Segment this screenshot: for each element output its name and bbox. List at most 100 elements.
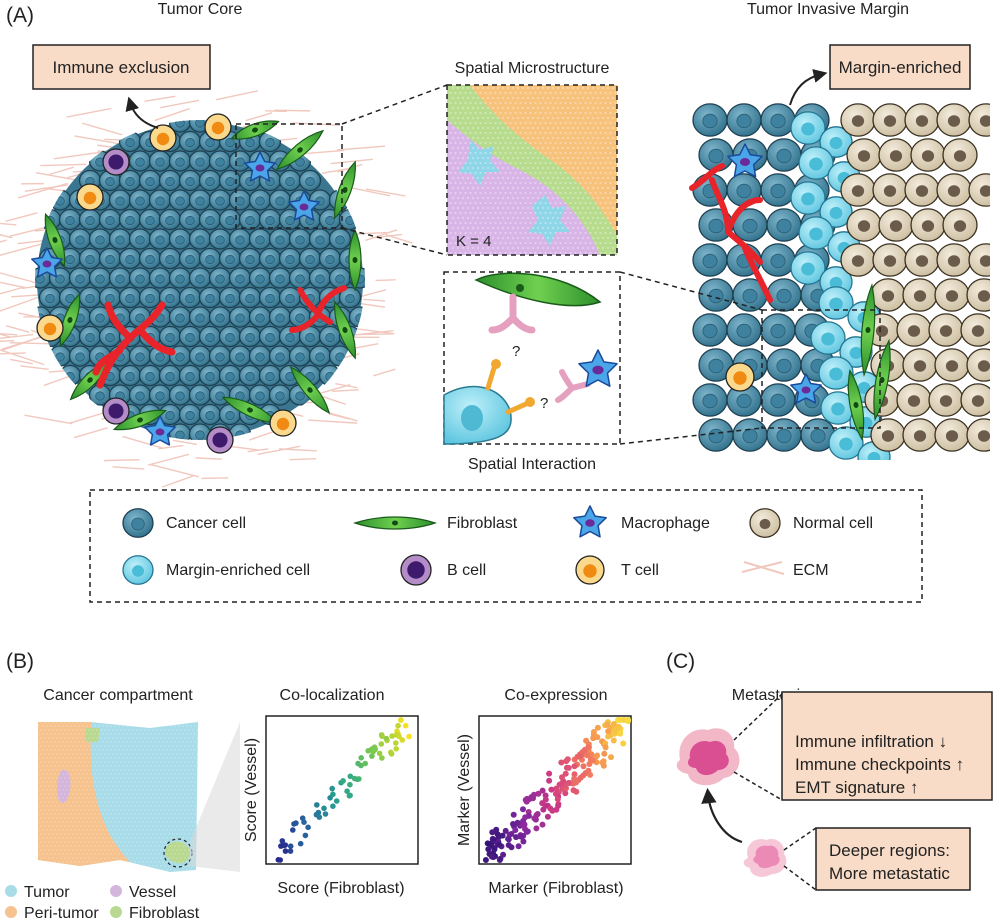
coexpression-point xyxy=(605,728,612,735)
cancer-cell-icon xyxy=(218,169,242,192)
fibroblast-icon xyxy=(112,409,168,431)
cancer-cell-icon xyxy=(168,384,192,406)
margin-cell-icon xyxy=(798,146,834,180)
coexpression-point xyxy=(502,827,509,834)
legend-fibroblast-dot xyxy=(110,906,122,918)
legend-label-cancer-cell: Cancer cell xyxy=(166,515,246,532)
legend-label-margin-cell: Margin-enriched cell xyxy=(166,562,310,579)
cancer-cell-icon xyxy=(208,228,232,250)
coexpression-point xyxy=(617,730,624,737)
coexpression-point xyxy=(517,833,524,840)
normal-cell-icon xyxy=(878,208,914,242)
cancer-cell-icon xyxy=(128,267,152,289)
colocalization-point xyxy=(393,746,400,752)
normal-cell-icon xyxy=(960,313,990,347)
cancer-cell-icon xyxy=(148,228,172,250)
cancer-cell-icon xyxy=(178,208,202,231)
cancer-cell-icon xyxy=(88,306,112,328)
coexpression-point xyxy=(530,795,536,802)
colocalization-xlabel: Score (Fibroblast) xyxy=(277,880,404,897)
cancer-cell-icon xyxy=(248,306,272,328)
cancer-cell-icon xyxy=(692,103,728,137)
coexpression-point xyxy=(558,759,565,766)
colocalization-point xyxy=(287,848,294,854)
cancer-cell-icon xyxy=(128,228,152,250)
metastasis-findings-box xyxy=(781,691,993,801)
coexpression-point xyxy=(489,835,496,842)
normal-cell-icon xyxy=(872,243,908,277)
cancer-cell-icon xyxy=(88,267,112,289)
normal-cell-icon xyxy=(960,383,990,417)
primary-tumor-blob xyxy=(676,728,740,786)
cancer-cell-icon xyxy=(238,247,262,270)
legend-label-macrophage: Macrophage xyxy=(621,515,710,532)
cancer-cell-icon xyxy=(218,208,242,231)
legend-tumor: Tumor xyxy=(24,884,70,901)
macrophage-icon xyxy=(727,143,763,178)
cancer-cell-icon xyxy=(108,189,132,211)
cancer-cell-icon xyxy=(128,345,152,367)
coexpression-point xyxy=(521,821,528,828)
cancer-cell-icon xyxy=(318,247,342,270)
colocalization-point xyxy=(347,773,354,780)
cancer-cell-icon xyxy=(58,364,82,387)
normal-cell-icon xyxy=(902,278,938,312)
immune-exclusion-label: Immune exclusion xyxy=(52,58,189,77)
cancer-cell-icon xyxy=(148,267,172,289)
colocalization-point xyxy=(347,781,353,788)
coexpression-point xyxy=(506,831,513,838)
margin-cell-icon xyxy=(790,251,826,285)
cancer-cell-icon xyxy=(48,189,72,211)
compartment-legend: Tumor Vessel Peri-tumor Fibroblast xyxy=(5,884,200,922)
svg-text:?: ? xyxy=(540,395,548,412)
normal-cell-icon xyxy=(928,383,964,417)
cancer-cell-icon xyxy=(338,286,362,309)
interaction-scene: ? ? xyxy=(443,272,618,445)
fibroblast-icon xyxy=(221,396,279,424)
cancer-cell-icon xyxy=(228,267,252,289)
cancer-cell-icon xyxy=(88,384,112,406)
normal-cell-icon xyxy=(968,103,990,137)
normal-cell-icon xyxy=(840,103,876,137)
colocalization-point xyxy=(314,802,320,808)
cancer-cell-icon xyxy=(188,267,212,289)
cancer-cell-icon xyxy=(188,150,212,172)
coexpression-point xyxy=(494,831,501,838)
coexpression-point xyxy=(485,846,492,853)
normal-cell-icon xyxy=(934,348,970,382)
cancer-cell-icon xyxy=(118,130,142,153)
cancer-cell-icon xyxy=(318,325,342,348)
fibroblast-icon xyxy=(348,228,362,292)
fibroblast-icon xyxy=(873,338,891,422)
coexpression-point xyxy=(570,787,577,794)
cancer-cell-icon xyxy=(118,286,142,309)
coexpression-point xyxy=(594,752,601,759)
cancer-cell-icon xyxy=(258,286,282,309)
cancer-cell-icon xyxy=(308,228,332,250)
cancer-cell-icon xyxy=(118,247,142,270)
normal-cell-icon xyxy=(840,243,876,277)
cancer-cell-icon xyxy=(348,306,365,328)
t-cell-icon xyxy=(269,409,297,437)
coexpression-point xyxy=(510,811,517,818)
cancer-cell-icon xyxy=(268,306,292,328)
coexpression-point xyxy=(499,832,506,839)
compartment-title: Cancer compartment xyxy=(43,687,193,704)
coexpression-point xyxy=(542,796,549,803)
t-cell-icon xyxy=(149,124,177,152)
cancer-cell-icon xyxy=(288,228,312,250)
coexpression-point xyxy=(534,811,541,817)
cancer-cell-icon xyxy=(698,348,734,382)
coexpression-point xyxy=(580,763,587,770)
cancer-cell-icon xyxy=(760,173,796,207)
margin-cell-icon xyxy=(819,126,853,158)
cancer-cell-icon xyxy=(278,169,302,192)
cancer-cell-icon xyxy=(258,325,282,348)
cancer-cell-icon xyxy=(698,138,734,172)
colocalization-point xyxy=(358,755,365,761)
cancer-cell-icon xyxy=(118,169,142,192)
coexpression-point xyxy=(600,758,607,765)
legend-fibroblast: Fibroblast xyxy=(129,905,200,922)
cancer-cell-icon xyxy=(178,325,202,348)
coexpression-point xyxy=(515,843,522,850)
